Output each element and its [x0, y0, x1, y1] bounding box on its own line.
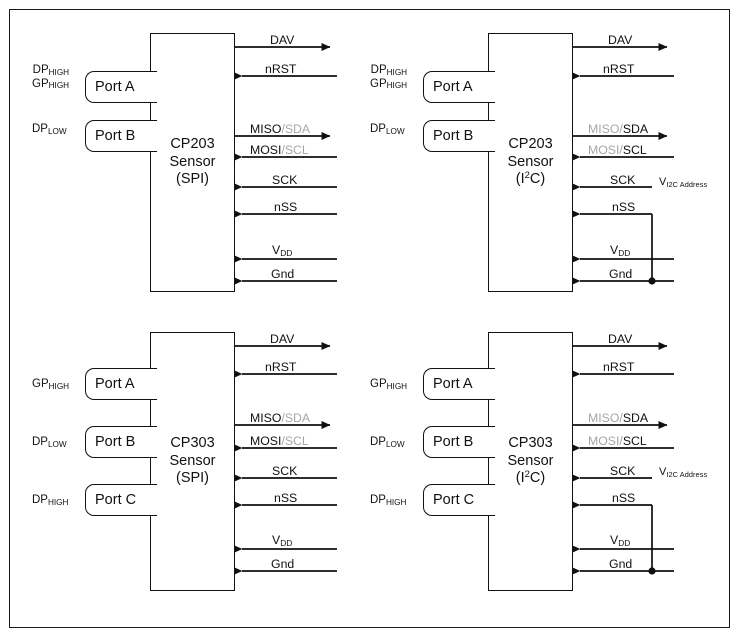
block-cp303-i2c[interactable]: CP303 Sensor (I2C)	[488, 332, 573, 591]
block-kind: Sensor	[507, 452, 554, 469]
signal-label-vdd: VDD	[610, 243, 631, 258]
port-label: Port A	[433, 376, 473, 392]
signal-label-dav: DAV	[608, 33, 633, 47]
pin-label-dp-low: DPLOW	[32, 123, 67, 136]
signal-label-gnd: Gnd	[271, 267, 295, 281]
block-part: CP303	[170, 434, 215, 451]
port-label: Port A	[433, 79, 473, 95]
block-part: CP303	[508, 434, 553, 451]
port-b[interactable]: Port B	[423, 426, 495, 458]
pin-label-dp-high: DPHIGH	[32, 494, 69, 507]
signal-label-mosi-scl: MOSI/SCL	[250, 434, 309, 448]
pin-label-gp-high: GPHIGH	[32, 378, 70, 391]
block-part: CP203	[170, 135, 215, 152]
port-label: Port C	[95, 492, 137, 508]
signal-label-nss: nSS	[612, 491, 636, 505]
pin-label-dp-low: DPLOW	[32, 436, 67, 449]
signal-label-miso-sda: MISO/SDA	[588, 122, 649, 136]
signal-label-sck: SCK	[610, 464, 636, 478]
block-part: CP203	[508, 135, 553, 152]
signal-label-nss: nSS	[274, 491, 298, 505]
junction-dot-nss-gnd	[648, 567, 656, 575]
port-label: Port C	[433, 492, 475, 508]
port-b[interactable]: Port B	[85, 426, 157, 458]
signal-label-miso-sda: MISO/SDA	[250, 122, 311, 136]
port-a[interactable]: Port A	[85, 71, 157, 103]
port-c[interactable]: Port C	[423, 484, 495, 516]
pin-label-dp-low: DPLOW	[370, 123, 405, 136]
port-label: Port A	[95, 376, 135, 392]
signal-label-vdd: VDD	[272, 533, 293, 548]
signal-label-nrst: nRST	[603, 360, 635, 374]
block-kind: Sensor	[169, 153, 216, 170]
signal-label-nss: nSS	[274, 200, 298, 214]
signal-label-dav: DAV	[608, 332, 633, 346]
block-interface: (I2C)	[515, 469, 546, 487]
port-a[interactable]: Port A	[423, 71, 495, 103]
signal-label-mosi-scl: MOSI/SCL	[250, 143, 309, 157]
port-label: Port B	[95, 128, 136, 144]
signal-label-nrst: nRST	[265, 62, 297, 76]
pin-label-gp-high: GPHIGH	[370, 378, 408, 391]
pin-label-dp-low: DPLOW	[370, 436, 405, 449]
block-cp203-spi[interactable]: CP203 Sensor (SPI)	[150, 33, 235, 292]
port-label: Port B	[433, 128, 474, 144]
signal-label-mosi-scl: MOSI/SCL	[588, 143, 647, 157]
signal-label-sck: SCK	[272, 173, 298, 187]
signal-label-dav: DAV	[270, 332, 295, 346]
port-c[interactable]: Port C	[85, 484, 157, 516]
signal-label-sck: SCK	[272, 464, 298, 478]
junction-dot-nss-gnd	[648, 277, 656, 285]
signal-label-gnd: Gnd	[609, 557, 633, 571]
block-interface: (I2C)	[515, 170, 546, 188]
signal-label-vdd: VDD	[272, 243, 293, 258]
block-interface: (SPI)	[175, 470, 210, 487]
port-label: Port A	[95, 79, 135, 95]
signal-label-gnd: Gnd	[271, 557, 295, 571]
signal-label-dav: DAV	[270, 33, 295, 47]
i2c-address-label: VI2C Address	[659, 466, 708, 479]
signal-label-nss: nSS	[612, 200, 636, 214]
port-a[interactable]: Port A	[85, 368, 157, 400]
signal-label-nrst: nRST	[265, 360, 297, 374]
pin-label-dp-high: DPHIGH	[370, 494, 407, 507]
block-cp203-i2c[interactable]: CP203 Sensor (I2C)	[488, 33, 573, 292]
signal-label-mosi-scl: MOSI/SCL	[588, 434, 647, 448]
port-b[interactable]: Port B	[85, 120, 157, 152]
block-interface: (SPI)	[175, 171, 210, 188]
port-label: Port B	[433, 434, 474, 450]
signal-label-nrst: nRST	[603, 62, 635, 76]
block-kind: Sensor	[169, 452, 216, 469]
port-b[interactable]: Port B	[423, 120, 495, 152]
signal-label-gnd: Gnd	[609, 267, 633, 281]
signal-label-miso-sda: MISO/SDA	[588, 411, 649, 425]
block-cp303-spi[interactable]: CP303 Sensor (SPI)	[150, 332, 235, 591]
signal-label-miso-sda: MISO/SDA	[250, 411, 311, 425]
signal-label-vdd: VDD	[610, 533, 631, 548]
block-kind: Sensor	[507, 153, 554, 170]
i2c-address-label: VI2C Address	[659, 176, 708, 189]
port-a[interactable]: Port A	[423, 368, 495, 400]
signal-label-sck: SCK	[610, 173, 636, 187]
port-label: Port B	[95, 434, 136, 450]
figure-border	[9, 9, 730, 628]
